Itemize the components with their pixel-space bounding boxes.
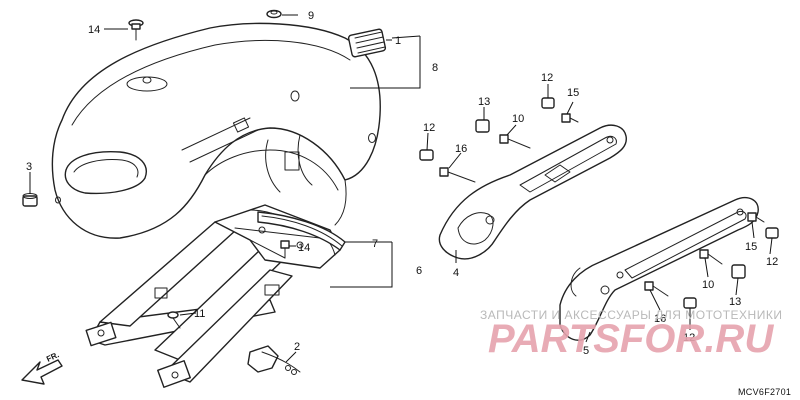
callout-10-a: 10	[512, 113, 524, 125]
callout-14-a: 14	[88, 24, 100, 36]
bolt-15-b	[747, 212, 765, 223]
callout-3: 3	[26, 161, 32, 173]
callout-16-b: 16	[654, 313, 666, 325]
watermark-logo: PARTSFOR.RU	[488, 317, 774, 361]
callout-12-b: 12	[423, 122, 435, 134]
drawing-code: MCV6F2701	[738, 387, 791, 397]
callout-10-b: 10	[702, 279, 714, 291]
watermark-logo-domain: .RU	[704, 317, 774, 361]
watermark: ЗАПЧАСТИ И АКСЕССУАРЫ ДЛЯ МОТОТЕХНИКИ PA…	[480, 308, 782, 361]
callout-12-c: 12	[766, 256, 778, 268]
grab-rail-bracket-4	[438, 124, 627, 260]
nut-12-d	[683, 297, 697, 309]
rear-frame	[85, 204, 341, 388]
front-direction-arrow: FR.	[21, 350, 63, 385]
callout-2: 2	[294, 341, 300, 353]
callout-12-d: 12	[683, 332, 695, 344]
nut-13-b	[731, 264, 746, 279]
callout-11: 11	[194, 308, 205, 320]
callout-15-a: 15	[567, 87, 579, 99]
bolt-16-b	[644, 281, 669, 297]
grab-rail-bracket-5	[559, 196, 759, 341]
bolt-11	[167, 311, 181, 329]
bolt-15-a	[561, 113, 579, 123]
watermark-logo-accent: FOR	[620, 317, 705, 361]
nut-9	[266, 9, 282, 19]
nut-12-c	[765, 227, 779, 239]
bolt-16-a	[439, 167, 476, 183]
bolt-14-top	[128, 19, 144, 41]
callout-1: 1	[395, 35, 401, 47]
callout-6: 6	[416, 265, 422, 277]
callout-numbers: 1 2 3 4 5 6 7 8 9 10 10 11 12 12 12 12 1…	[26, 10, 778, 357]
callout-4: 4	[453, 267, 459, 279]
callout-7: 7	[372, 238, 378, 250]
clamp-2	[247, 345, 301, 375]
rear-fender	[51, 22, 381, 239]
leader-lines	[29, 14, 773, 363]
callout-9: 9	[308, 10, 314, 22]
grommet-3	[22, 193, 38, 207]
callout-15-b: 15	[745, 241, 757, 253]
bolt-10-a	[499, 134, 531, 149]
callout-12-a: 12	[541, 72, 553, 84]
callout-16-a: 16	[455, 143, 467, 155]
callout-8: 8	[432, 62, 438, 74]
callout-5: 5	[583, 345, 589, 357]
nut-12-b	[541, 97, 555, 109]
callout-13-a: 13	[478, 96, 490, 108]
nut-12-a	[419, 149, 434, 161]
bolt-10-b	[699, 249, 723, 265]
callout-14-b: 14	[298, 242, 310, 254]
reflector-1	[347, 28, 387, 58]
side-rail-7	[257, 211, 346, 251]
callout-13-b: 13	[729, 296, 741, 308]
bolt-14-mid	[280, 240, 290, 259]
nut-13-a	[475, 119, 490, 133]
watermark-caption: ЗАПЧАСТИ И АКСЕССУАРЫ ДЛЯ МОТОТЕХНИКИ	[480, 308, 782, 322]
watermark-logo-main: PARTS	[488, 317, 620, 361]
